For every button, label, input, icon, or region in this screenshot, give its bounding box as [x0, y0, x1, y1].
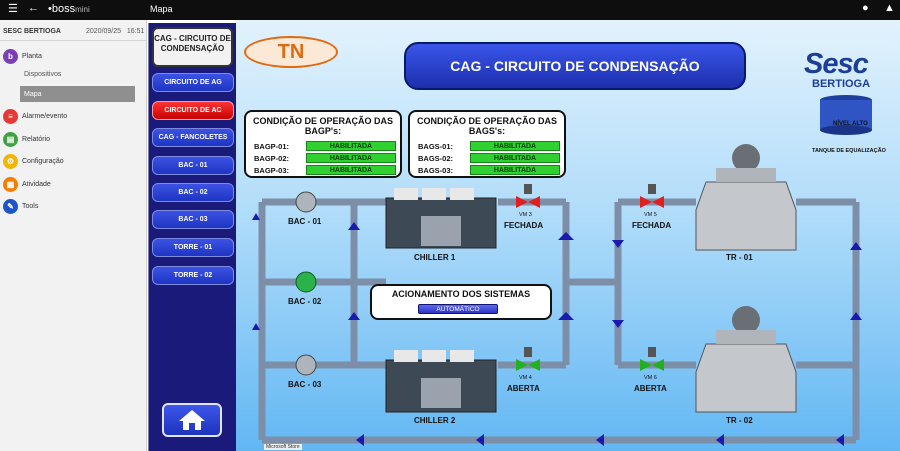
- bags-02-label: BAGS-02:: [418, 154, 454, 163]
- pump-bac-03-label: BAC - 03: [288, 380, 322, 389]
- home-icon: [179, 410, 205, 430]
- bags-01-label: BAGS-01:: [418, 142, 454, 151]
- menu-button-cag-fancoletes[interactable]: CAG - FANCOLETES: [152, 128, 234, 147]
- user-icon[interactable]: ▲: [884, 2, 895, 14]
- menu-title: CAG - CIRCUITO DE CONDENSAÇÃO: [152, 27, 233, 67]
- acionamento-title: ACIONAMENTO DOS SISTEMAS: [391, 289, 531, 299]
- app-logo: •bossmini: [48, 3, 90, 15]
- menu-button-circuito-ag[interactable]: CIRCUITO DE AG: [152, 73, 234, 92]
- sidebar-item-tools[interactable]: ✎ Tools: [3, 198, 38, 214]
- sidebar-item-label: Configuração: [22, 157, 64, 165]
- date-time: 2020/09/25 16:51: [86, 28, 145, 35]
- valve-vm6-id: VM 6: [644, 375, 657, 381]
- bagp-03-label: BAGP-03:: [254, 166, 290, 175]
- valve-vm5-graphic: [640, 184, 664, 208]
- chiller-1-label: CHILLER 1: [414, 253, 456, 262]
- sesc-logo: Sesc: [804, 48, 869, 80]
- activity-icon: ▦: [3, 176, 18, 192]
- chiller-2-graphic: [385, 350, 497, 413]
- valve-vm4-graphic: [516, 347, 540, 371]
- tower-1-graphic: [695, 144, 797, 251]
- bagp-02-status: HABILITADA: [306, 153, 396, 163]
- valve-vm5-state: FECHADA: [632, 221, 672, 230]
- sidebar-item-alarme[interactable]: ≡ Alarme/evento: [3, 108, 67, 124]
- pump-bac-02-label: BAC - 02: [288, 297, 322, 306]
- sidebar-item-planta[interactable]: b Planta: [3, 48, 42, 64]
- sidebar-item-dispositivos[interactable]: Dispositivos: [24, 70, 62, 78]
- menu-button-bac-02[interactable]: BAC - 02: [152, 183, 234, 202]
- pump-bac-01-label: BAC - 01: [288, 217, 322, 226]
- piping-diagram: [252, 144, 862, 446]
- divider: [0, 40, 146, 41]
- chiller-2-label: CHILLER 2: [414, 416, 456, 425]
- pump-bac-03-graphic: [295, 354, 317, 376]
- valve-vm6-state: ABERTA: [634, 384, 667, 393]
- tn-logo: TN: [244, 36, 338, 68]
- tower-2-label: TR - 02: [726, 416, 753, 425]
- bags-panel-title: CONDIÇÃO DE OPERAÇÃO DAS BAGS's:: [416, 116, 557, 136]
- valve-vm3-id: VM 3: [519, 212, 532, 218]
- menu-button-torre-02[interactable]: TORRE - 02: [152, 266, 234, 285]
- tower-1-label: TR - 01: [726, 253, 753, 262]
- equalization-tank-graphic: [820, 95, 872, 135]
- tank-label: TANQUE DE EQUALIZAÇÃO: [812, 148, 886, 154]
- acionamento-panel: ACIONAMENTO DOS SISTEMAS AUTOMÁTICO: [370, 284, 552, 320]
- back-arrow-icon[interactable]: ←: [28, 2, 39, 14]
- sidebar-item-atividade[interactable]: ▦ Atividade: [3, 176, 51, 192]
- menu-button-circuito-ac[interactable]: CIRCUITO DE AC: [152, 101, 234, 120]
- home-button[interactable]: [162, 403, 222, 437]
- sidebar-item-label: Planta: [22, 52, 42, 60]
- sidebar-item-relatorio[interactable]: ▤ Relatório: [3, 131, 50, 147]
- config-icon: ⚙: [3, 153, 18, 169]
- site-name: SESC BERTIOGA: [3, 28, 61, 35]
- menu-button-bac-01[interactable]: BAC - 01: [152, 156, 234, 175]
- sidebar-item-label: Alarme/evento: [22, 112, 68, 120]
- bagp-02-label: BAGP-02:: [254, 154, 290, 163]
- sidebar-item-label: Tools: [22, 202, 39, 210]
- bagp-status-panel: CONDIÇÃO DE OPERAÇÃO DAS BAGP's: BAGP-01…: [244, 110, 402, 178]
- sidebar: SESC BERTIOGA 2020/09/25 16:51 b Planta …: [0, 20, 147, 451]
- bagp-01-label: BAGP-01:: [254, 142, 290, 151]
- valve-vm4-id: VM 4: [519, 375, 532, 381]
- menu-button-bac-03[interactable]: BAC - 03: [152, 210, 234, 229]
- mode-button[interactable]: AUTOMÁTICO: [418, 304, 498, 314]
- pump-bac-02-graphic: [295, 271, 317, 293]
- pump-bac-01-graphic: [295, 191, 317, 213]
- valve-vm5-id: VM 5: [644, 212, 657, 218]
- bags-02-status: HABILITADA: [470, 153, 560, 163]
- screen-menu: CAG - CIRCUITO DE CONDENSAÇÃO CIRCUITO D…: [148, 23, 236, 451]
- chiller-1-graphic: [385, 188, 497, 249]
- flow-arrows: [252, 213, 862, 446]
- menu-icon[interactable]: ☰: [8, 3, 18, 15]
- bagp-panel-title: CONDIÇÃO DE OPERAÇÃO DAS BAGP's:: [252, 116, 393, 136]
- valve-vm3-state: FECHADA: [504, 221, 544, 230]
- sidebar-item-label: Relatório: [22, 135, 51, 143]
- taskbar-hint: Microsoft Store: [264, 444, 302, 450]
- scada-diagram: TN CAG - CIRCUITO DE CONDENSAÇÃO CONDIÇÃ…: [236, 20, 900, 451]
- sidebar-item-mapa[interactable]: Mapa: [20, 86, 135, 102]
- bags-status-panel: CONDIÇÃO DE OPERAÇÃO DAS BAGS's: BAGS-01…: [408, 110, 566, 178]
- top-bar: ☰ ← •bossmini Mapa ● ▲: [0, 0, 900, 20]
- bagp-03-status: HABILITADA: [306, 165, 396, 175]
- report-icon: ▤: [3, 131, 18, 147]
- valve-vm6-graphic: [640, 347, 664, 371]
- breadcrumb: Mapa: [150, 4, 173, 14]
- sidebar-item-label: Atividade: [22, 180, 51, 188]
- sidebar-item-configuracao[interactable]: ⚙ Configuração: [3, 153, 64, 169]
- bagp-01-status: HABILITADA: [306, 141, 396, 151]
- valve-vm3-graphic: [516, 184, 540, 208]
- tower-2-graphic: [695, 306, 797, 413]
- menu-button-torre-01[interactable]: TORRE - 01: [152, 238, 234, 257]
- info-icon[interactable]: ●: [862, 2, 869, 14]
- bags-01-status: HABILITADA: [470, 141, 560, 151]
- alarm-icon: ≡: [3, 108, 18, 124]
- plant-icon: b: [3, 48, 18, 64]
- bags-03-status: HABILITADA: [470, 165, 560, 175]
- tank-level: NÍVEL ALTO: [833, 121, 868, 127]
- tools-icon: ✎: [3, 198, 18, 214]
- sesc-unit: BERTIOGA: [812, 78, 871, 90]
- valve-vm4-state: ABERTA: [507, 384, 540, 393]
- bags-03-label: BAGS-03:: [418, 166, 454, 175]
- diagram-title: CAG - CIRCUITO DE CONDENSAÇÃO: [404, 42, 746, 90]
